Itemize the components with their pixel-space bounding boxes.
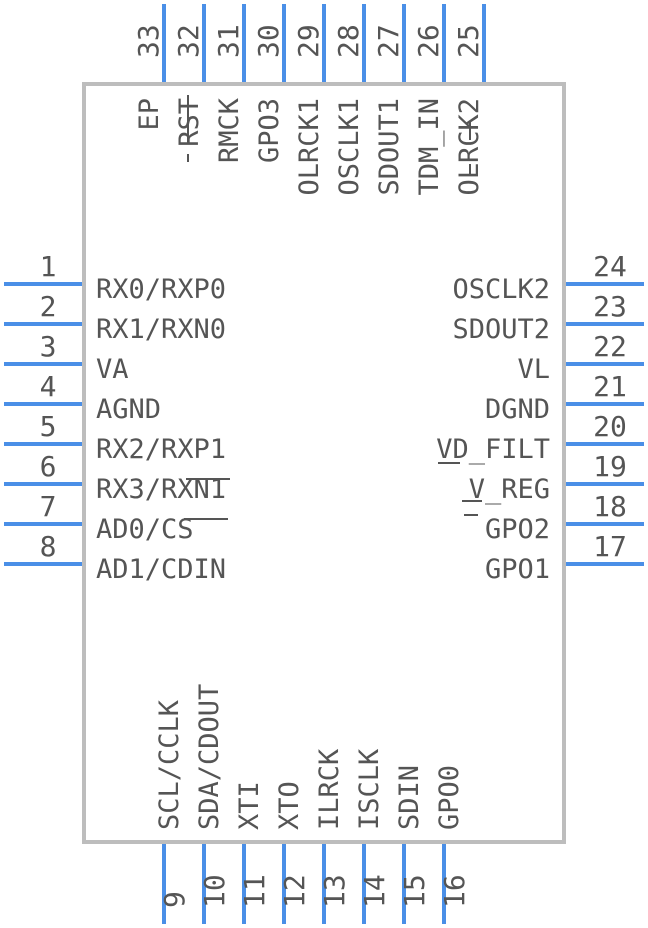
pin-32-number: 32 (172, 24, 205, 58)
pin-15-number: 15 (398, 874, 431, 908)
pin-8-number: 8 (40, 530, 57, 563)
pin-20-number: 20 (593, 410, 627, 443)
pin-28-label-osclk1: OSCLK1 (334, 98, 365, 196)
pin-32-label-rst: RST (174, 98, 205, 147)
pin-18-label-gpo2: GPO2 (485, 514, 550, 545)
pin-33-number: 33 (132, 24, 165, 58)
pin-3-label-va: VA (96, 354, 129, 385)
pin-27-label-sdout1: SDOUT1 (374, 98, 405, 196)
pin-15-label-sdin: SDIN (394, 765, 425, 830)
pin-24-label-osclk2: OSCLK2 (452, 274, 550, 305)
pin-17-label-gpo1: GPO1 (485, 554, 550, 585)
pin-30-label-gpo3: GPO3 (254, 98, 285, 163)
pin-5-number: 5 (40, 410, 57, 443)
pin-21-label-dgnd: DGND (485, 394, 550, 425)
pin-27-number: 27 (372, 24, 405, 58)
pin-25-label-olrck2: OLRCK2 (454, 98, 485, 196)
pin-17-number: 17 (593, 530, 627, 563)
pin-25-number: 25 (452, 24, 485, 58)
pin-7-label-ad0-cs: AD0/CS (96, 514, 194, 545)
pin-23-label-sdout2: SDOUT2 (452, 314, 550, 345)
pin-2-number: 2 (40, 290, 57, 323)
pin-18-number: 18 (593, 490, 627, 523)
labels-layer: 1RX0/RXP02RX1/RXN03VA4AGND5RX2/RXP16RX3/… (40, 24, 627, 908)
pin-22-number: 22 (593, 330, 627, 363)
pin-28-number: 28 (332, 24, 365, 58)
pin-9-number: 9 (158, 891, 191, 908)
pin-19-label-v-reg: V_REG (469, 474, 550, 505)
pin-26-label-tdm-in: TDM_IN (414, 98, 445, 196)
pin-1-number: 1 (40, 250, 57, 283)
pin-9-label-scl-cclk: SCL/CCLK (154, 699, 185, 830)
pin-19-number: 19 (593, 450, 627, 483)
pin-23-number: 23 (593, 290, 627, 323)
pin-14-number: 14 (358, 874, 391, 908)
pin-12-number: 12 (278, 874, 311, 908)
pin-11-label-xti: XTI (234, 781, 265, 830)
pin-8-label-ad1-cdin: AD1/CDIN (96, 554, 226, 585)
pin-30-number: 30 (252, 24, 285, 58)
pin-6-number: 6 (40, 450, 57, 483)
pin-21-number: 21 (593, 370, 627, 403)
pin-11-number: 11 (238, 874, 271, 908)
pin-31-number: 31 (212, 24, 245, 58)
ic-body (82, 82, 566, 844)
pin-4-label-agnd: AGND (96, 394, 161, 425)
pin-22-label-vl: VL (517, 354, 550, 385)
pin-14-label-isclk: ISCLK (354, 748, 385, 830)
pin-16-label-gpo0: GPO0 (434, 765, 465, 830)
pin-13-number: 13 (318, 874, 351, 908)
pin-29-number: 29 (292, 24, 325, 58)
pin-16-number: 16 (438, 874, 471, 908)
pin-1-label-rx0-rxp0: RX0/RXP0 (96, 274, 226, 305)
pin-7-number: 7 (40, 490, 57, 523)
pin-33-label-ep: EP (134, 98, 165, 131)
pin-13-label-ilrck: ILRCK (314, 748, 345, 830)
pin-26-number: 26 (412, 24, 445, 58)
pin-31-label-rmck: RMCK (214, 97, 245, 163)
pin-10-number: 10 (198, 874, 231, 908)
pin-5-label-rx2-rxp1: RX2/RXP1 (96, 434, 226, 465)
pin-29-label-olrck1: OLRCK1 (294, 98, 325, 196)
pin-2-label-rx1-rxn0: RX1/RXN0 (96, 314, 226, 345)
pin-4-number: 4 (40, 370, 57, 403)
pin-3-number: 3 (40, 330, 57, 363)
pin-12-label-xto: XTO (274, 781, 305, 830)
pin-24-number: 24 (593, 250, 627, 283)
pins-layer (4, 4, 644, 924)
pin-20-label-vd-filt: VD_FILT (436, 434, 550, 465)
pin-10-label-sda-cdout: SDA/CDOUT (194, 684, 225, 830)
